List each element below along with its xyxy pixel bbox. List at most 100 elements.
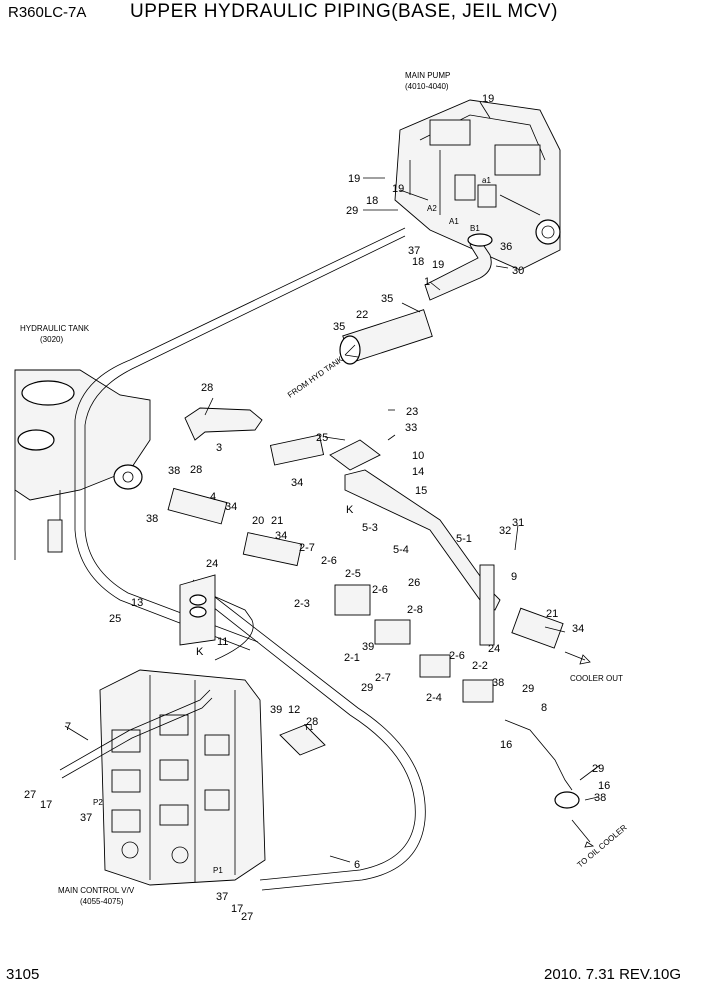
callout-29: 29: [346, 205, 358, 217]
callout-33: 33: [405, 422, 417, 434]
revision-date: 2010. 7.31 REV.10G: [544, 966, 682, 983]
callout-25: 25: [316, 432, 328, 444]
callout-36: 36: [500, 241, 512, 253]
view-k-lower: K: [196, 646, 204, 658]
callout-5-1: 5-1: [456, 533, 472, 545]
callout-35: 35: [333, 321, 345, 333]
callout-28: 28: [306, 716, 318, 728]
callout-2-7: 2-7: [299, 542, 315, 554]
callout-39: 39: [270, 704, 282, 716]
callout-22: 22: [356, 309, 368, 321]
page-title: UPPER HYDRAULIC PIPING(BASE, JEIL MCV): [130, 1, 558, 22]
callout-10: 10: [412, 450, 424, 462]
callout-38: 38: [146, 513, 158, 525]
flow-arrows: [344, 344, 595, 848]
callout-28: 28: [190, 464, 202, 476]
hydraulic-tank-drawing: [14, 369, 151, 560]
callout-8: 8: [541, 702, 547, 714]
callout-37: 37: [216, 891, 228, 903]
callout-2-3: 2-3: [294, 598, 310, 610]
callout-30: 30: [512, 265, 524, 277]
callout-35: 35: [381, 293, 393, 305]
port-b1: B1: [470, 224, 480, 233]
callout-19: 19: [432, 259, 444, 271]
callout-27: 27: [24, 789, 36, 801]
port-p2: P2: [93, 798, 103, 807]
callout-34: 34: [225, 501, 237, 513]
port-t1: T1: [304, 723, 314, 732]
callout-20: 20: [252, 515, 264, 527]
callout-18: 18: [366, 195, 378, 207]
callout-2-7: 2-7: [375, 672, 391, 684]
callout-2-4: 2-4: [426, 692, 442, 704]
callout-31: 31: [512, 517, 524, 529]
misc-brackets: [179, 574, 326, 756]
page-number: 3105: [6, 966, 40, 983]
callout-24: 24: [488, 643, 500, 655]
callout-37: 37: [408, 245, 420, 257]
callout-21: 21: [271, 515, 283, 527]
callout-19: 19: [392, 183, 404, 195]
callout-2-6: 2-6: [372, 584, 388, 596]
callout-14: 14: [412, 466, 424, 478]
callout-23: 23: [406, 406, 418, 418]
to-oil-cooler-label: TO OIL COOLER: [576, 823, 629, 870]
hydraulic-tank-ref: (3020): [40, 335, 63, 344]
mcv-ref: (4055-4075): [80, 897, 124, 906]
callout-15: 15: [415, 485, 427, 497]
main-pump-drawing: [394, 99, 561, 271]
view-k-upper: K: [346, 504, 354, 516]
cooler-out-label: COOLER OUT: [570, 674, 623, 683]
callout-9: 9: [511, 571, 517, 583]
callout-29: 29: [361, 682, 373, 694]
callout-21: 21: [546, 608, 558, 620]
callout-13: 13: [131, 597, 143, 609]
callout-18: 18: [412, 256, 424, 268]
port-a1: A1: [449, 217, 459, 226]
callout-25: 25: [109, 613, 121, 625]
hydraulic-tank-label: HYDRAULIC TANK: [20, 324, 90, 333]
callout-19: 19: [482, 93, 494, 105]
port-a2: A2: [427, 204, 437, 213]
callout-7: 7: [65, 721, 71, 733]
callout-26: 26: [408, 577, 420, 589]
callout-2-2: 2-2: [472, 660, 488, 672]
callout-17: 17: [231, 903, 243, 915]
main-control-valve-drawing: [99, 669, 266, 886]
callout-27: 27: [241, 911, 253, 923]
callout-28: 28: [201, 382, 213, 394]
model-number: R360LC-7A: [8, 4, 87, 21]
callout-38: 38: [168, 465, 180, 477]
callout-19: 19: [348, 173, 360, 185]
suction-pipe: [339, 233, 493, 365]
callout-3: 3: [216, 442, 222, 454]
callout-6: 6: [354, 859, 360, 871]
return-line-pipes: [167, 407, 580, 809]
callout-38: 38: [594, 792, 606, 804]
from-tank-label: FROM HYD TANK: [286, 354, 345, 399]
callout-2-8: 2-8: [407, 604, 423, 616]
callout-2-6: 2-6: [321, 555, 337, 567]
callout-24: 24: [206, 558, 218, 570]
callout-17: 17: [40, 799, 52, 811]
callout-16: 16: [500, 739, 512, 751]
main-pump-label: MAIN PUMP: [405, 71, 450, 80]
callout-32: 32: [499, 525, 511, 537]
port-a1-lower: a1: [482, 176, 491, 185]
main-pump-ref: (4010-4040): [405, 82, 449, 91]
callout-2-5: 2-5: [345, 568, 361, 580]
callout-16: 16: [598, 780, 610, 792]
callout-38: 38: [492, 677, 504, 689]
callout-5-4: 5-4: [393, 544, 409, 556]
leader-lines: [64, 101, 601, 863]
mcv-label: MAIN CONTROL V/V: [58, 886, 135, 895]
callout-39: 39: [362, 641, 374, 653]
callout-34: 34: [275, 530, 287, 542]
callout-34: 34: [291, 477, 303, 489]
callout-37: 37: [80, 812, 92, 824]
callout-11: 11: [217, 636, 228, 648]
callout-12: 12: [288, 704, 300, 716]
hoses: [59, 227, 426, 891]
